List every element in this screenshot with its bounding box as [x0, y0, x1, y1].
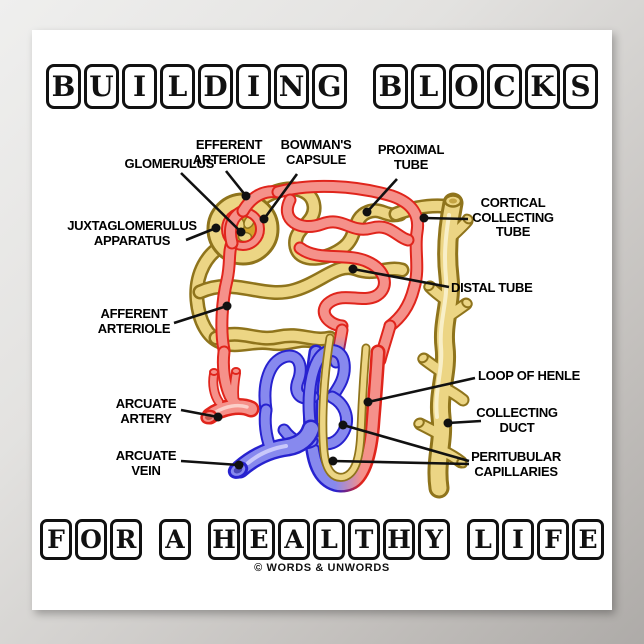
arcuate-vein-tube [227, 403, 321, 479]
letter-block: Y [418, 519, 450, 560]
letter-block: L [411, 64, 446, 109]
letter-block: S [563, 64, 598, 109]
arcuate-artery-tube [200, 345, 260, 425]
letter-block: H [383, 519, 415, 560]
label-arcuate-vein: ARCUATE VEIN [115, 448, 177, 478]
letter-block: L [160, 64, 195, 109]
letter-block: U [84, 64, 119, 109]
arterial-network [200, 179, 425, 425]
letter-block: L [313, 519, 345, 560]
letter-block: O [75, 519, 107, 560]
copyright-line: © WORDS & UNWORDS [254, 562, 390, 574]
letter-block: I [122, 64, 157, 109]
label-glomerulus: GLOMERULUS [124, 156, 215, 171]
label-collecting-duct: COLLECTING DUCT [476, 405, 558, 435]
label-distal-tube: DISTAL TUBE [451, 280, 533, 295]
label-arcuate-artery: ARCUATE ARTERY [115, 396, 177, 426]
letter-block: N [274, 64, 309, 109]
letter-block: O [449, 64, 484, 109]
letter-block: T [348, 519, 380, 560]
letter-block: H [208, 519, 240, 560]
letter-block: F [40, 519, 72, 560]
label-cortical-collecting-tube: CORTICAL COLLECTING TUBE [472, 195, 554, 240]
letter-block: A [159, 519, 191, 560]
letter-block: G [312, 64, 347, 109]
label-juxtaglomerulus-apparatus: JUXTAGLOMERULUS APPARATUS [67, 218, 197, 248]
letter-block: F [537, 519, 569, 560]
letter-block: B [46, 64, 81, 109]
letter-block: D [198, 64, 233, 109]
letter-block: I [236, 64, 271, 109]
letter-block: E [572, 519, 604, 560]
letter-block: K [525, 64, 560, 109]
letter-block: A [278, 519, 310, 560]
letter-block: C [487, 64, 522, 109]
loop-of-henle-tube [318, 333, 371, 482]
label-proximal-tube: PROXIMAL TUBE [377, 142, 445, 172]
label-efferent-arteriole: EFFERENT ARTERIOLE [192, 137, 266, 167]
leader-lines [173, 170, 482, 470]
letter-block: B [373, 64, 408, 109]
letter-block: R [110, 519, 142, 560]
letter-block: E [243, 519, 275, 560]
label-peritubular-capillaries: PERITUBULAR CAPILLARIES [471, 449, 561, 479]
letter-block: I [502, 519, 534, 560]
label-loop-of-henle: LOOP OF HENLE [478, 368, 581, 383]
label-afferent-arteriole: AFFERENT ARTERIOLE [97, 306, 171, 336]
title-word: A [159, 519, 191, 560]
label-bowmans-capsule: BOWMAN'S CAPSULE [280, 137, 352, 167]
letter-block: L [467, 519, 499, 560]
